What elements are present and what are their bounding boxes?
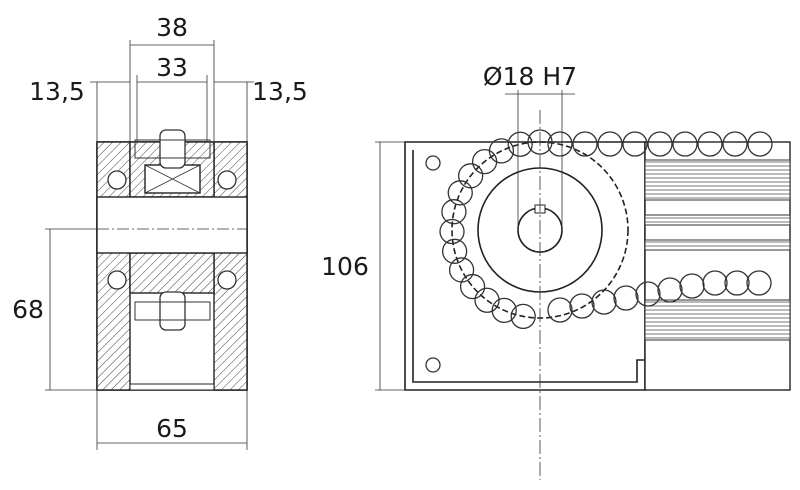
chain-roller: [657, 277, 683, 303]
chain-roller: [547, 297, 573, 323]
bearings: [107, 170, 237, 290]
chain-roller: [439, 218, 465, 245]
chain-link-top: [134, 129, 211, 169]
dim-right-offset: 13,5: [252, 77, 308, 106]
rail-strip-1: [644, 214, 791, 226]
chain-roller: [724, 270, 750, 296]
left-dimension-lines: [45, 40, 254, 450]
chain-roller: [569, 293, 595, 319]
chain-roller: [635, 281, 661, 307]
chain-roller: [510, 303, 536, 330]
chain-roller: [597, 131, 623, 157]
chain-roller: [722, 131, 748, 157]
left-section-view: 38 33 13,5 13,5 68 65: [12, 13, 308, 450]
chain-roller: [747, 131, 773, 157]
mounting-hole-bottom: [425, 357, 441, 373]
chain-roller: [474, 287, 500, 313]
dim-width-33: 33: [156, 53, 188, 82]
chain: [439, 129, 773, 330]
rail-upper-hatch: [644, 159, 791, 201]
rail-strip-2: [644, 239, 791, 251]
chain-roller: [547, 131, 573, 157]
right-side-view: Ø18 H7 106: [321, 62, 791, 480]
chain-roller: [647, 131, 673, 157]
inner-frame: [412, 150, 645, 383]
frame-outline: [404, 141, 646, 391]
dim-width-65: 65: [156, 414, 188, 443]
dim-height-106: 106: [321, 252, 369, 281]
chain-roller: [441, 199, 467, 225]
chain-roller: [507, 131, 533, 157]
rail-lower-hatch: [644, 299, 791, 341]
dim-height-68: 68: [12, 295, 44, 324]
bottom-plate: [129, 383, 215, 391]
chain-roller: [591, 289, 617, 315]
dim-bore-diameter: Ø18 H7: [483, 62, 577, 91]
chain-roller: [702, 270, 728, 296]
lower-hub: [129, 252, 215, 294]
chain-roller: [672, 131, 698, 157]
chain-roller: [459, 273, 486, 300]
dim-width-38: 38: [156, 13, 188, 42]
chain-roller: [447, 180, 473, 206]
right-dimension-lines: [375, 90, 575, 480]
chain-roller: [746, 270, 772, 296]
chain-roller: [471, 148, 498, 175]
chain-roller: [697, 131, 723, 157]
mounting-hole-top: [425, 155, 441, 171]
shaft: [96, 196, 248, 254]
chain-link-bottom: [134, 291, 211, 331]
chain-roller: [491, 297, 517, 324]
chain-roller: [572, 131, 598, 157]
dim-left-offset: 13,5: [29, 77, 85, 106]
chain-roller: [622, 131, 648, 157]
chain-roller: [613, 285, 639, 311]
chain-roller: [441, 238, 468, 264]
